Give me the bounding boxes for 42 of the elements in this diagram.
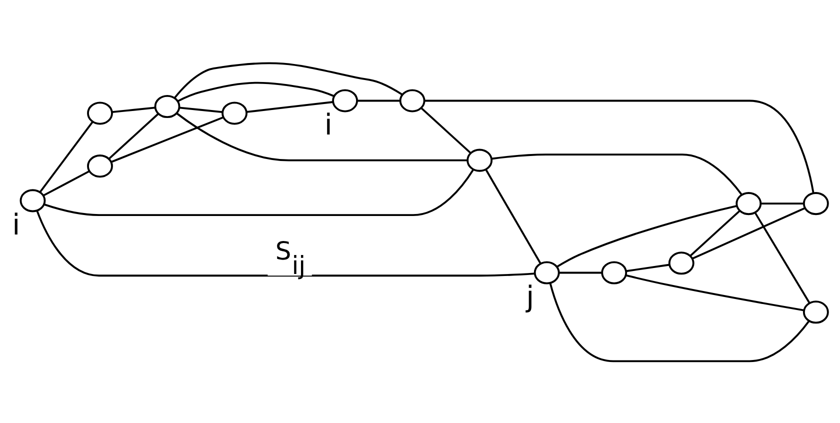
node-circle: [332, 88, 358, 112]
node-circle: [736, 192, 762, 215]
connector: [174, 62, 403, 98]
connector: [491, 153, 742, 195]
connector: [179, 106, 222, 113]
connector: [549, 282, 810, 362]
node-label: j: [526, 278, 534, 313]
connector: [558, 271, 602, 274]
connector: [357, 99, 400, 102]
connector: [176, 112, 468, 161]
connector: [690, 210, 740, 256]
node-circle: [802, 192, 829, 215]
node-circle: [802, 300, 829, 324]
connector: [754, 212, 810, 303]
node-circle: [668, 251, 694, 274]
connector: [108, 112, 159, 159]
connector: [39, 120, 94, 192]
node-circle: [466, 148, 493, 172]
connector: [44, 168, 474, 216]
connector: [246, 100, 334, 112]
connector: [556, 204, 738, 268]
connector: [111, 116, 224, 162]
connector: [42, 170, 90, 196]
node-circle: [601, 260, 628, 284]
connector: [626, 274, 804, 311]
connector: [760, 202, 804, 204]
connector: [626, 263, 670, 272]
connector: [485, 168, 542, 264]
node-circle: [154, 94, 180, 118]
connector: [424, 99, 814, 193]
node-label: i: [324, 106, 332, 141]
node-circle: [399, 88, 426, 112]
node-circle: [87, 154, 113, 178]
connector: [692, 206, 806, 260]
connector: [177, 81, 335, 102]
node-circle: [20, 188, 46, 212]
connector: [420, 106, 472, 154]
node-circle: [87, 101, 113, 124]
node-circle: [222, 101, 248, 124]
node-circle: [534, 260, 560, 284]
node-label: i: [12, 206, 20, 241]
connector: [112, 106, 156, 113]
